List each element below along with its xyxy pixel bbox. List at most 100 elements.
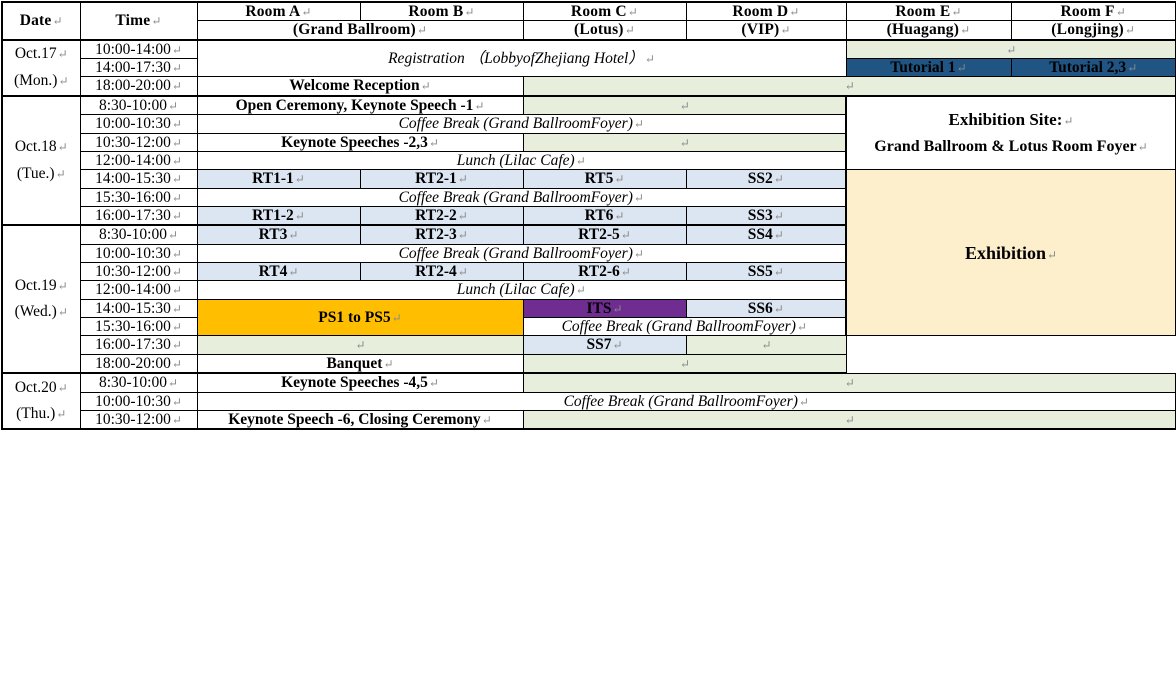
paragraph-mark-icon: ↵ — [171, 208, 182, 223]
paragraph-mark-icon: ↵ — [844, 79, 855, 94]
cell-oct19-1600-d: ↵ — [685, 335, 847, 355]
weekday-oct19: (Wed.)↵ — [14, 303, 68, 321]
paragraph-mark-icon: ↵ — [612, 338, 623, 353]
session-rt6: RT6↵ — [522, 205, 687, 227]
paragraph-mark-icon: ↵ — [614, 172, 625, 187]
session-keynote-45: Keynote Speeches -4,5↵ — [196, 372, 524, 393]
session-rt2-4: RT2-4↵ — [359, 262, 524, 282]
paragraph-mark-icon: ↵ — [171, 190, 182, 205]
row-oct19-1000-1030: 10:00-10:30↵ Coffee Break (Grand Ballroo… — [2, 243, 1176, 264]
time-1000-1030-oct20: 10:00-10:30↵ — [79, 391, 198, 411]
session-rt2-5: RT2-5↵ — [522, 224, 687, 245]
header-room-a: Room A↵ — [196, 1, 361, 22]
row-oct20-0830-1000: Oct.20↵ (Thu.)↵ 8:30-10:00↵ Keynote Spee… — [1, 372, 1176, 431]
session-rt1-1: RT1-1↵ — [196, 169, 361, 189]
session-coffee-break-oct19-am: Coffee Break (Grand BallroomFoyer)↵ — [196, 243, 847, 264]
time-1200-1400-oct18: 12:00-14:00↵ — [79, 150, 198, 171]
session-ss7: SS7↵ — [522, 335, 687, 355]
paragraph-mark-icon: ↵ — [761, 338, 772, 353]
session-rt3: RT3↵ — [196, 224, 361, 245]
cell-exhibition-site: Exhibition Site:↵ Grand Ballroom & Lotus… — [845, 95, 1176, 171]
paragraph-mark-icon: ↵ — [171, 117, 182, 132]
paragraph-mark-icon: ↵ — [796, 320, 807, 335]
paragraph-mark-icon: ↵ — [355, 338, 366, 353]
header-row-1: Date↵ Time↵ Room A↵ Room B↵ Room C↵ Room… — [1, 1, 1176, 41]
paragraph-mark-icon: ↵ — [167, 376, 179, 391]
cell-oct19-1600-ab: ↵ — [196, 335, 524, 355]
row-oct19-0830-1000: Oct.19↵ (Wed.)↵ 8:30-10:00↵ RT3↵ RT2-3↵ … — [1, 224, 1176, 375]
session-its: ITS↵ — [522, 298, 687, 319]
weekday-oct20: (Thu.)↵ — [16, 405, 67, 423]
row-oct17-1800-2000: 18:00-20:00↵ Welcome Reception↵ ↵ — [2, 76, 1176, 97]
session-rt1-2: RT1-2↵ — [196, 205, 361, 227]
date-oct17: Oct.17↵ — [14, 45, 68, 63]
date-cell-oct19: Oct.19↵ (Wed.)↵ — [1, 224, 81, 375]
paragraph-mark-icon: ↵ — [171, 283, 182, 298]
paragraph-mark-icon: ↵ — [171, 356, 182, 371]
paragraph-mark-icon: ↵ — [481, 412, 492, 427]
time-1400-1730: 14:00-17:30↵ — [79, 58, 198, 78]
paragraph-mark-icon: ↵ — [620, 265, 631, 280]
time-1600-1730-oct18: 16:00-17:30↵ — [79, 205, 198, 227]
paragraph-mark-icon: ↵ — [391, 310, 402, 325]
session-welcome-reception: Welcome Reception↵ — [196, 76, 524, 97]
cell-oct17-1800-2000-cdef: ↵ — [522, 76, 1176, 97]
paragraph-mark-icon: ↵ — [633, 117, 644, 132]
paragraph-mark-icon: ↵ — [383, 356, 394, 371]
header-room-f-venue: (Longjing)↵ — [1010, 20, 1176, 41]
paragraph-mark-icon: ↵ — [171, 412, 182, 427]
paragraph-mark-icon: ↵ — [57, 278, 68, 293]
time-1030-1200-oct18: 10:30-12:00↵ — [79, 132, 198, 152]
exhibition-label: Exhibition↵ — [964, 242, 1058, 263]
row-oct18-1530-1600: 15:30-16:00↵ Coffee Break (Grand Ballroo… — [2, 187, 1176, 207]
time-1400-1530-oct19: 14:00-15:30↵ — [79, 298, 198, 319]
paragraph-mark-icon: ↵ — [1046, 247, 1058, 262]
paragraph-mark-icon: ↵ — [57, 380, 68, 395]
row-oct18-1030-1200: 10:30-12:00↵ Keynote Speeches -2,3↵ ↵ — [2, 132, 1176, 152]
time-1200-1400-oct19: 12:00-14:00↵ — [79, 280, 198, 300]
header-room-e-venue: (Huagang)↵ — [845, 20, 1012, 41]
header-room-e: Room E↵ — [845, 1, 1012, 22]
paragraph-mark-icon: ↵ — [773, 228, 784, 243]
session-ss2: SS2↵ — [685, 169, 847, 189]
session-rt2-2: RT2-2↵ — [359, 205, 524, 227]
header-time: Time↵ — [79, 1, 198, 41]
weekday-oct18: (Tue.)↵ — [16, 164, 66, 182]
paragraph-mark-icon: ↵ — [644, 51, 655, 66]
paragraph-mark-icon: ↵ — [1124, 23, 1136, 38]
session-lunch-oct19: Lunch (Lilac Cafe)↵ — [196, 280, 847, 300]
paragraph-mark-icon: ↵ — [301, 5, 312, 19]
cell-oct20-1030-cdef: ↵ — [522, 409, 1176, 431]
session-banquet: Banquet↵ — [196, 353, 524, 375]
row-oct17-1000-1400: Oct.17↵ (Mon.)↵ 10:00-14:00↵ Registratio… — [1, 39, 1176, 97]
paragraph-mark-icon: ↵ — [171, 135, 182, 150]
session-lunch-oct18: Lunch (Lilac Cafe)↵ — [196, 150, 847, 171]
header-room-d: Room D↵ — [685, 1, 847, 22]
paragraph-mark-icon: ↵ — [575, 283, 586, 298]
paragraph-mark-icon: ↵ — [1063, 114, 1074, 129]
paragraph-mark-icon: ↵ — [416, 23, 428, 38]
date-oct19: Oct.19↵ — [14, 276, 68, 294]
time-1530-1600-oct18: 15:30-16:00↵ — [79, 187, 198, 207]
time-0830-1000-oct20: 8:30-10:00↵ — [79, 372, 198, 393]
row-oct19-1600-1730: 16:00-17:30↵ ↵ SS7↵ ↵ — [2, 335, 1176, 355]
header-room-c: Room C↵ — [522, 1, 687, 22]
paragraph-mark-icon: ↵ — [633, 246, 644, 261]
date-cell-oct20: Oct.20↵ (Thu.)↵ — [1, 372, 81, 431]
paragraph-mark-icon: ↵ — [612, 301, 623, 316]
paragraph-mark-icon: ↵ — [420, 79, 431, 94]
time-1000-1400: 10:00-14:00↵ — [79, 39, 198, 60]
paragraph-mark-icon: ↵ — [633, 190, 644, 205]
row-oct20-1000-1030: 10:00-10:30↵ Coffee Break (Grand Ballroo… — [2, 391, 1176, 411]
paragraph-mark-icon: ↵ — [171, 301, 182, 316]
session-ps1-to-ps5: PS1 to PS5↵ — [196, 298, 524, 337]
paragraph-mark-icon: ↵ — [171, 394, 182, 409]
paragraph-mark-icon: ↵ — [171, 61, 182, 76]
paragraph-mark-icon: ↵ — [171, 153, 182, 168]
cell-exhibition: Exhibition↵ — [845, 169, 1176, 337]
session-keynote-23: Keynote Speeches -2,3↵ — [196, 132, 524, 152]
row-oct18-1200-1400: 12:00-14:00↵ Lunch (Lilac Cafe)↵ — [2, 150, 1176, 171]
paragraph-mark-icon: ↵ — [167, 228, 179, 243]
paragraph-mark-icon: ↵ — [1137, 140, 1148, 155]
paragraph-mark-icon: ↵ — [474, 98, 485, 113]
